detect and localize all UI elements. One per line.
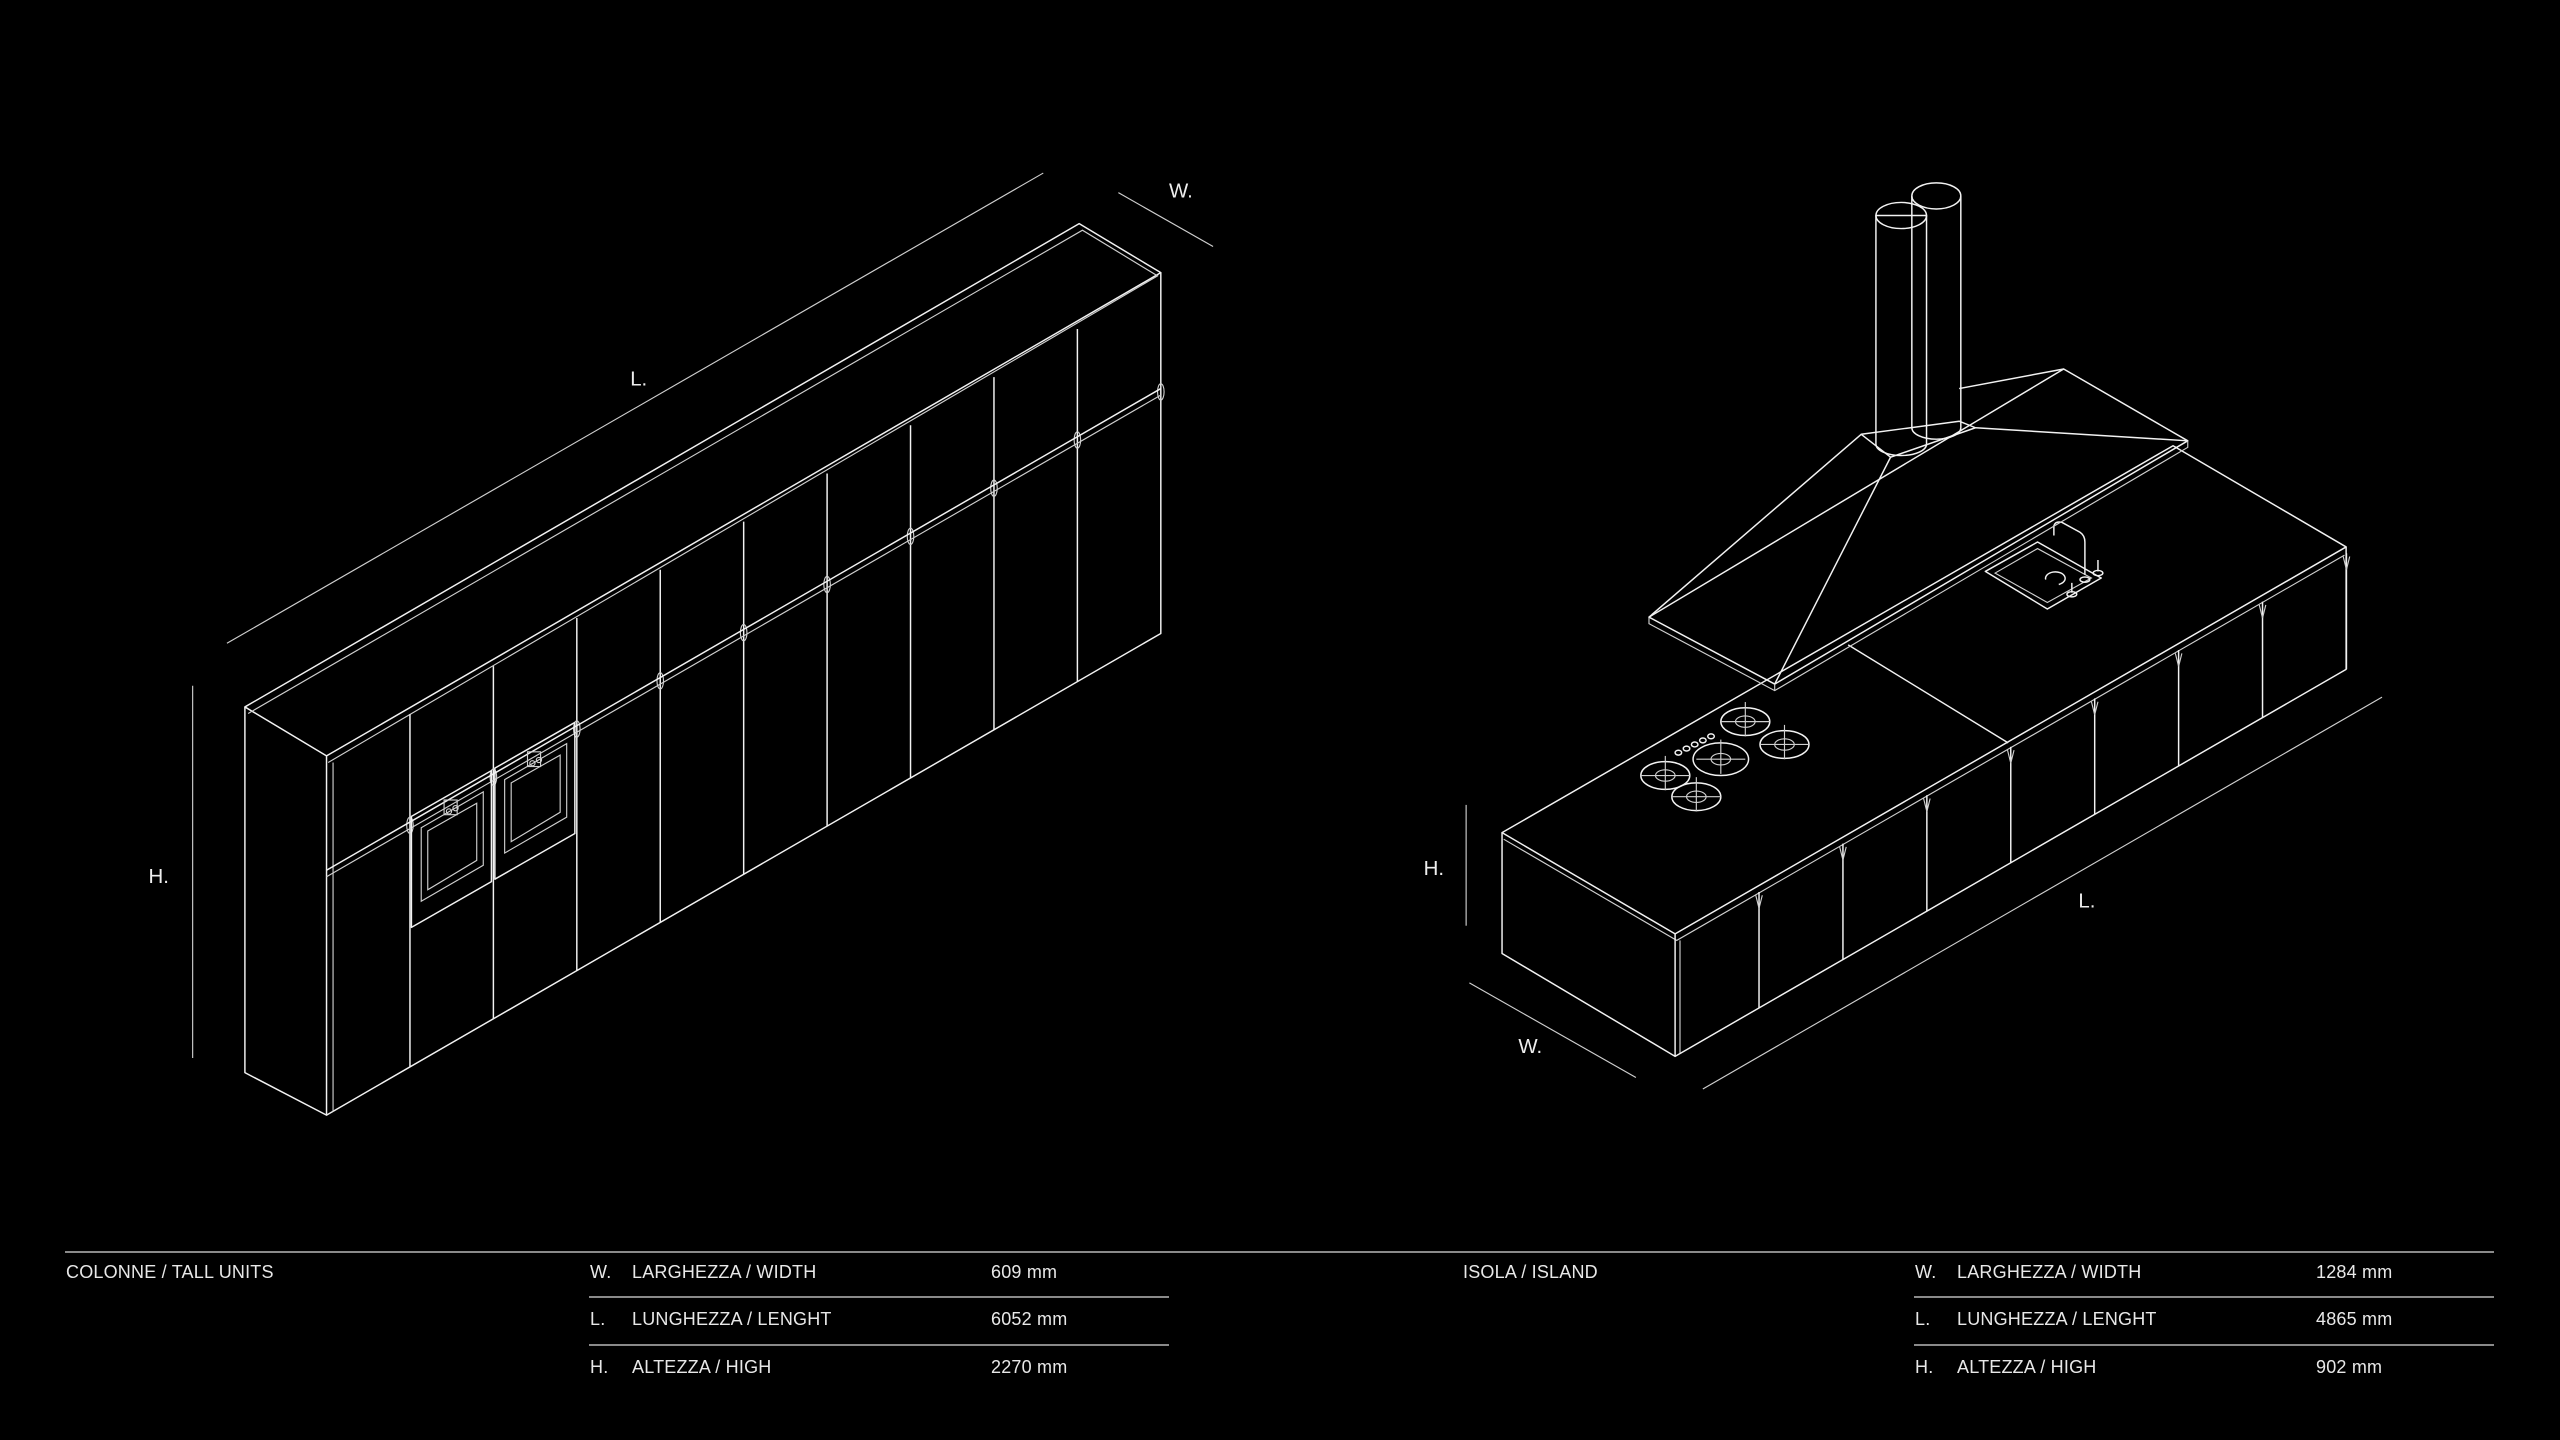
length-dimension-line [1702, 696, 2383, 1090]
oven-frame [410, 769, 493, 929]
oven-control-panel [526, 751, 542, 768]
row-divider [1914, 1344, 2494, 1346]
spec-label: LUNGHEZZA / LENGHT [1957, 1309, 2157, 1329]
tall-units-front [326, 272, 1162, 1116]
hob-knob [1707, 733, 1716, 740]
hob-knob [1690, 741, 1699, 748]
tall-width-label: W. [1169, 181, 1193, 203]
worktop-seam [1847, 644, 2009, 744]
hob-knob [1682, 745, 1691, 752]
tall-length-label: L. [630, 368, 647, 390]
handle-icon [990, 479, 998, 497]
handle-icon [1073, 431, 1082, 449]
handle-icon [406, 816, 414, 835]
spec-label: LARGHEZZA / WIDTH [632, 1262, 817, 1282]
ovens [410, 721, 576, 929]
oven-door [420, 790, 484, 903]
range-hood [1648, 368, 2189, 692]
row-divider [589, 1296, 1169, 1298]
island-drawing: H. W. L. [1424, 182, 2383, 1090]
spec-key: H. [590, 1357, 609, 1377]
spec-value: 609 mm [991, 1262, 1058, 1282]
handle-icon [1923, 798, 1931, 812]
oven-door [504, 742, 568, 855]
oven-control-panel [443, 799, 458, 816]
gas-hob [1640, 702, 1810, 812]
handle-icon [823, 575, 831, 594]
width-dimension-line [1469, 982, 1637, 1079]
tall-units-top [244, 222, 1162, 757]
handle-icon [2342, 556, 2351, 570]
handle-icon [739, 623, 748, 642]
island-title: ISOLA / ISLAND [1463, 1262, 1598, 1282]
island-length-label: L. [2078, 891, 2095, 913]
spec-key: L. [1915, 1309, 1931, 1329]
island-side [1501, 832, 1676, 1058]
handle-icon [1755, 895, 1763, 909]
spec-value: 6052 mm [991, 1309, 1068, 1329]
spec-value: 902 mm [2316, 1357, 2383, 1377]
spec-key: L. [590, 1309, 606, 1329]
spec-value: 2270 mm [991, 1357, 1068, 1377]
handle-icon [1156, 383, 1165, 401]
length-dimension-line [226, 172, 1044, 644]
handle-icon [572, 720, 581, 738]
island-top [1501, 444, 2347, 935]
hob-knob [1674, 749, 1683, 756]
tall-units-drawing: L. W. H. [149, 172, 1214, 1116]
spec-key: W. [1915, 1262, 1937, 1282]
spec-key: W. [590, 1262, 612, 1282]
tall-units-rail [326, 387, 1162, 871]
oven-window [510, 754, 561, 843]
spec-label: LARGHEZZA / WIDTH [1957, 1262, 2142, 1282]
handle-icon [2174, 653, 2183, 667]
tall-height-label: H. [149, 866, 169, 888]
width-dimension-line [1118, 192, 1214, 248]
chimney-ducts [1875, 182, 1962, 457]
tall-units-side [244, 706, 328, 1116]
oven-knob [452, 804, 459, 812]
row-divider [1914, 1296, 2494, 1298]
oven-frame [494, 721, 576, 880]
island-doors [1755, 553, 2351, 1008]
hob-knob [1698, 737, 1707, 744]
spec-key: H. [1915, 1357, 1934, 1377]
island-height-label: H. [1424, 858, 1444, 880]
row-divider [589, 1344, 1169, 1346]
handle-icon [906, 527, 915, 546]
handle-icon [2090, 701, 2099, 715]
handle-icon [2258, 604, 2267, 619]
spec-label: ALTEZZA / HIGH [1957, 1357, 2097, 1377]
oven-knob [445, 808, 453, 815]
spec-label: LUNGHEZZA / LENGHT [632, 1309, 832, 1329]
handle-icon [489, 768, 498, 786]
sink [1984, 521, 2104, 610]
spec-label: ALTEZZA / HIGH [632, 1357, 772, 1377]
tall-units-title: COLONNE / TALL UNITS [66, 1262, 274, 1282]
spec-value: 4865 mm [2316, 1309, 2393, 1329]
table-top-rule [65, 1251, 2494, 1253]
handle-icon [1839, 846, 1847, 861]
spec-value: 1284 mm [2316, 1262, 2393, 1282]
island-width-label: W. [1518, 1036, 1542, 1058]
handle-icon [656, 672, 665, 690]
tall-units-doors [406, 328, 1165, 1067]
oven-window [427, 802, 478, 891]
oven-knob [529, 760, 536, 767]
oven-knob [535, 756, 543, 764]
handle-icon [2006, 749, 2015, 764]
